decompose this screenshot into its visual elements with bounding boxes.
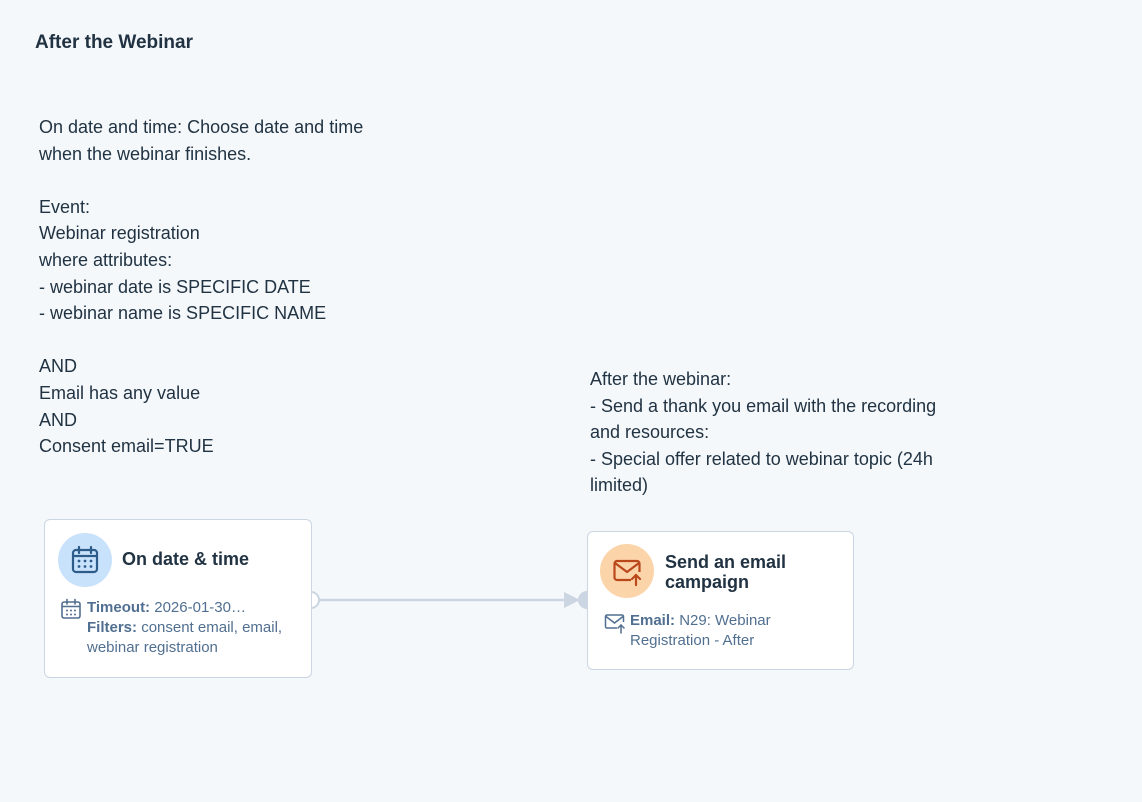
connector-arrowhead bbox=[564, 592, 580, 608]
filters-value: consent email, email, webinar registrati… bbox=[87, 619, 283, 656]
action-card-details: Email: N29: Webinar Registration - After bbox=[630, 611, 845, 651]
trigger-card-details: Timeout: 2026-01-30… Filters: consent em… bbox=[87, 598, 302, 658]
connector-arrow bbox=[302, 591, 596, 609]
trigger-card[interactable]: On date & time Timeout: 2026-01-30… Filt… bbox=[44, 519, 312, 678]
filters-row: Filters: consent email, email, webinar r… bbox=[87, 618, 302, 658]
workflow-title: After the Webinar bbox=[35, 32, 194, 53]
email-send-icon bbox=[600, 544, 654, 598]
email-value: N29: Webinar Registration - After bbox=[630, 612, 771, 649]
email-row: Email: N29: Webinar Registration - After bbox=[630, 611, 845, 651]
timeout-row: Timeout: 2026-01-30… bbox=[87, 598, 302, 618]
email-small-icon bbox=[604, 612, 626, 634]
sticky-note-right[interactable]: After the webinar: - Send a thank you em… bbox=[590, 369, 937, 496]
calendar-small-icon bbox=[60, 598, 82, 620]
timeout-label: Timeout: bbox=[87, 599, 151, 616]
filters-label: Filters: bbox=[87, 619, 138, 636]
calendar-icon bbox=[58, 533, 112, 587]
sticky-note-left[interactable]: On date and time: Choose date and time w… bbox=[39, 117, 364, 457]
action-card[interactable]: Send an email campaign Email: N29: Webin… bbox=[587, 531, 854, 670]
trigger-card-title: On date & time bbox=[122, 549, 250, 569]
action-card-title: Send an email campaign bbox=[665, 552, 787, 592]
email-label: Email: bbox=[630, 612, 676, 629]
timeout-value: 2026-01-30… bbox=[154, 599, 246, 616]
